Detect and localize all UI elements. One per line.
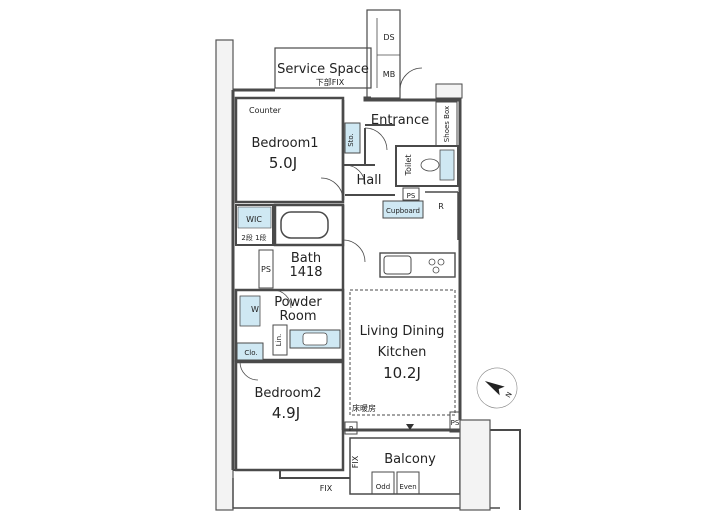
powder-room-label-2: Room [279, 309, 316, 324]
service-space-label: Service Space [277, 62, 369, 77]
w-label: W [251, 305, 259, 314]
wic-note: 2段 1段 [241, 233, 266, 242]
bedroom2-label: Bedroom2 [254, 386, 321, 401]
cupboard-label: Cupboard [386, 207, 420, 215]
wic-label: WIC [246, 215, 262, 224]
bedroom1-size: 5.0J [269, 154, 297, 172]
labels: Service Space 下部FIX DS MB Counter Bedroo… [241, 33, 459, 493]
counter-label: Counter [249, 106, 282, 115]
ldk-size: 10.2J [383, 364, 421, 382]
bath-label: Bath [291, 251, 321, 266]
floor-heating-label: 床暖房 [352, 403, 376, 413]
compass-icon: N [476, 367, 518, 409]
compass-label: N [504, 391, 514, 400]
balcony-even-label: Even [399, 483, 416, 491]
toilet-label: Toilet [404, 155, 413, 177]
ps-bottom-label: PS [451, 419, 460, 427]
service-space-note: 下部FIX [316, 77, 345, 87]
sto-label: Sto. [347, 133, 355, 147]
ldk-label-1: Living Dining [360, 324, 445, 339]
fix-bottom-label: FIX [320, 484, 333, 493]
walls [215, 9, 521, 511]
shoes-box-label: Shoes Box [443, 106, 451, 142]
mb-label: MB [383, 70, 395, 79]
entrance-label: Entrance [371, 113, 429, 128]
ldk-label-2: Kitchen [378, 345, 427, 360]
balcony-odd-label: Odd [376, 483, 390, 491]
lin-label: Lin. [275, 334, 283, 347]
ps-top-label: PS [407, 192, 416, 200]
r-label: R [438, 202, 444, 211]
bedroom1-label: Bedroom1 [251, 136, 318, 151]
fix-side-label: FIX [351, 455, 360, 468]
clo-label: Clo. [244, 349, 257, 357]
bedroom2-size: 4.9J [272, 404, 300, 422]
hall-label: Hall [357, 173, 382, 188]
p-label: P [349, 425, 353, 433]
bath-size: 1418 [289, 265, 322, 280]
entry-arrow-icon [406, 424, 414, 430]
ds-label: DS [383, 33, 394, 42]
ps-mid-label: PS [261, 265, 271, 274]
powder-room-label-1: Powder [274, 295, 322, 310]
balcony-label: Balcony [384, 452, 436, 467]
